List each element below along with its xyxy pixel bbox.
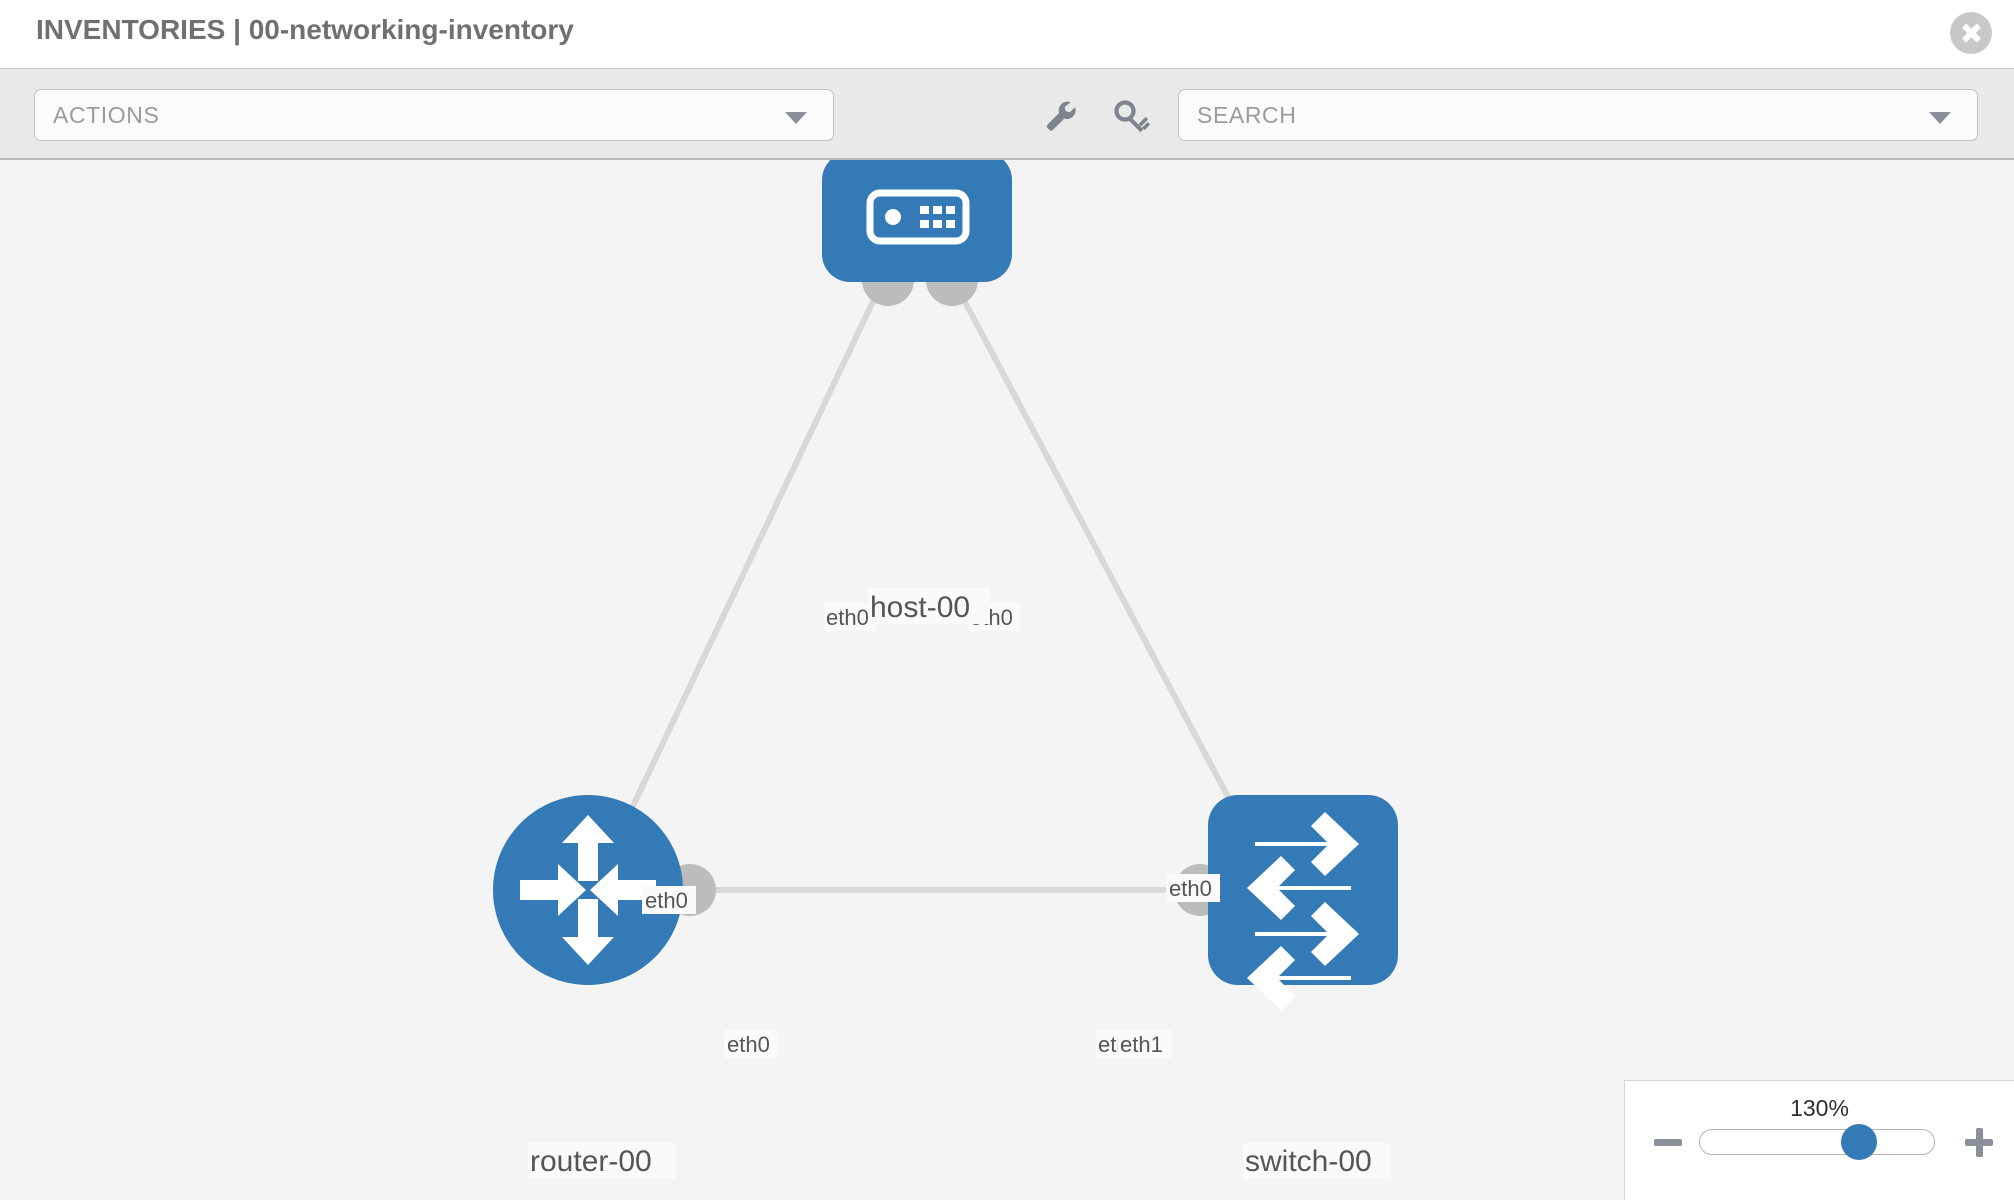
edge-label-host-right: eth0 (968, 603, 1020, 631)
search-placeholder: SEARCH (1197, 102, 1297, 128)
svg-text:eth1: eth1 (1120, 1032, 1163, 1057)
chevron-down-icon (785, 112, 807, 124)
plus-icon[interactable] (1962, 1125, 1996, 1159)
svg-text:host-00: host-00 (870, 591, 970, 624)
node-host-00[interactable] (822, 160, 1012, 282)
edge-label-switch-up: eth0 (1166, 874, 1220, 902)
node-label-router-00: router-00 (528, 1143, 676, 1179)
svg-text:eth0: eth0 (826, 605, 869, 630)
svg-text:eth0: eth0 (727, 1032, 770, 1057)
edge-label-switch-left: eth1 (1118, 1030, 1172, 1058)
toolbar: ACTIONS SEARCH (0, 68, 2014, 160)
edge-host-router[interactable] (609, 268, 891, 852)
node-label-switch-00: switch-00 (1243, 1143, 1391, 1179)
node-switch-00[interactable] (1208, 795, 1398, 1010)
svg-text:eth0: eth0 (645, 888, 688, 913)
node-label-host-00: host-00 (868, 588, 990, 624)
router-arrows-icon (520, 815, 656, 965)
actions-dropdown[interactable]: ACTIONS (34, 89, 834, 141)
edge-label-router-right: eth0 (724, 1030, 778, 1058)
zoom-level-label: 130% (1790, 1095, 1849, 1121)
wrench-icon[interactable] (1040, 95, 1082, 137)
topology-graph: eth0 eth0 eth0 eth0 eth0 eth (493, 160, 1398, 1179)
chevron-down-icon[interactable] (1929, 112, 1951, 124)
zoom-slider[interactable] (1699, 1124, 1935, 1160)
close-icon[interactable] (1950, 12, 1992, 54)
page-header: INVENTORIES | 00-networking-inventory (0, 0, 2014, 68)
edge-label-router-up: eth0 (642, 886, 696, 914)
node-host-00-shape[interactable] (822, 160, 1012, 282)
edge-host-switch[interactable] (945, 268, 1246, 827)
minus-icon[interactable] (1651, 1125, 1685, 1159)
edge-label-host-left: eth0 (824, 603, 876, 631)
search-input[interactable]: SEARCH (1178, 89, 1978, 141)
zoom-slider-handle[interactable] (1841, 1124, 1878, 1160)
svg-text:switch-00: switch-00 (1245, 1145, 1372, 1178)
key-icon[interactable] (1110, 95, 1152, 137)
page-title: INVENTORIES | 00-networking-inventory (36, 14, 574, 45)
server-icon (866, 189, 970, 245)
zoom-control: 130% (1624, 1080, 2014, 1200)
svg-text:router-00: router-00 (530, 1145, 652, 1178)
svg-text:eth0: eth0 (1169, 876, 1212, 901)
switch-arrows-icon (1247, 812, 1359, 1010)
topology-canvas[interactable]: eth0 eth0 eth0 eth0 eth0 eth (0, 160, 2014, 1200)
actions-dropdown-label: ACTIONS (53, 102, 160, 128)
node-router-00[interactable] (493, 795, 683, 985)
node-router-00-shape[interactable] (493, 795, 683, 985)
